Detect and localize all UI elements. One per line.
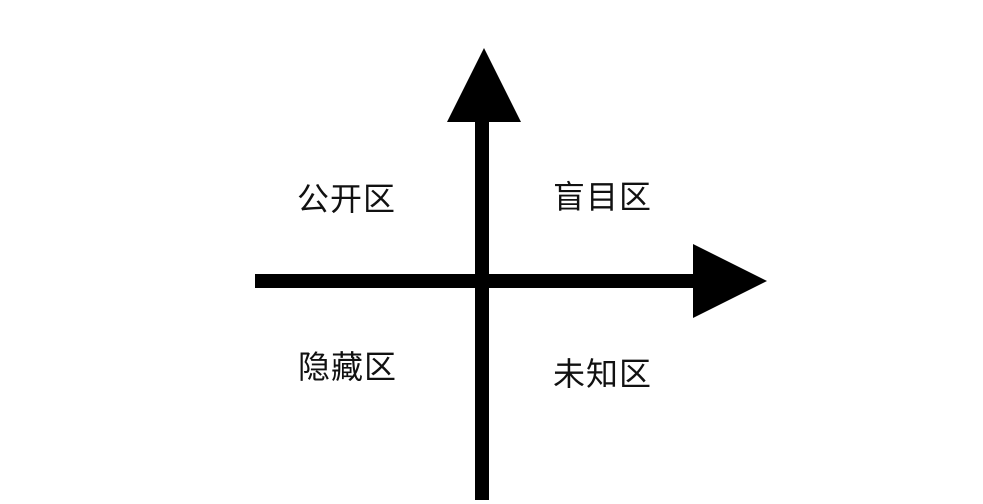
vertical-axis <box>447 48 521 500</box>
quadrant-label-open-area: 公开区 <box>297 180 397 218</box>
arrow-right-icon <box>693 244 767 318</box>
horizontal-axis <box>255 244 767 318</box>
arrow-up-icon <box>447 48 521 122</box>
quadrant-label-unknown-area: 未知区 <box>553 355 653 393</box>
quadrant-label-hidden-area: 隐藏区 <box>298 348 398 386</box>
quadrant-label-blind-area: 盲目区 <box>553 178 653 216</box>
